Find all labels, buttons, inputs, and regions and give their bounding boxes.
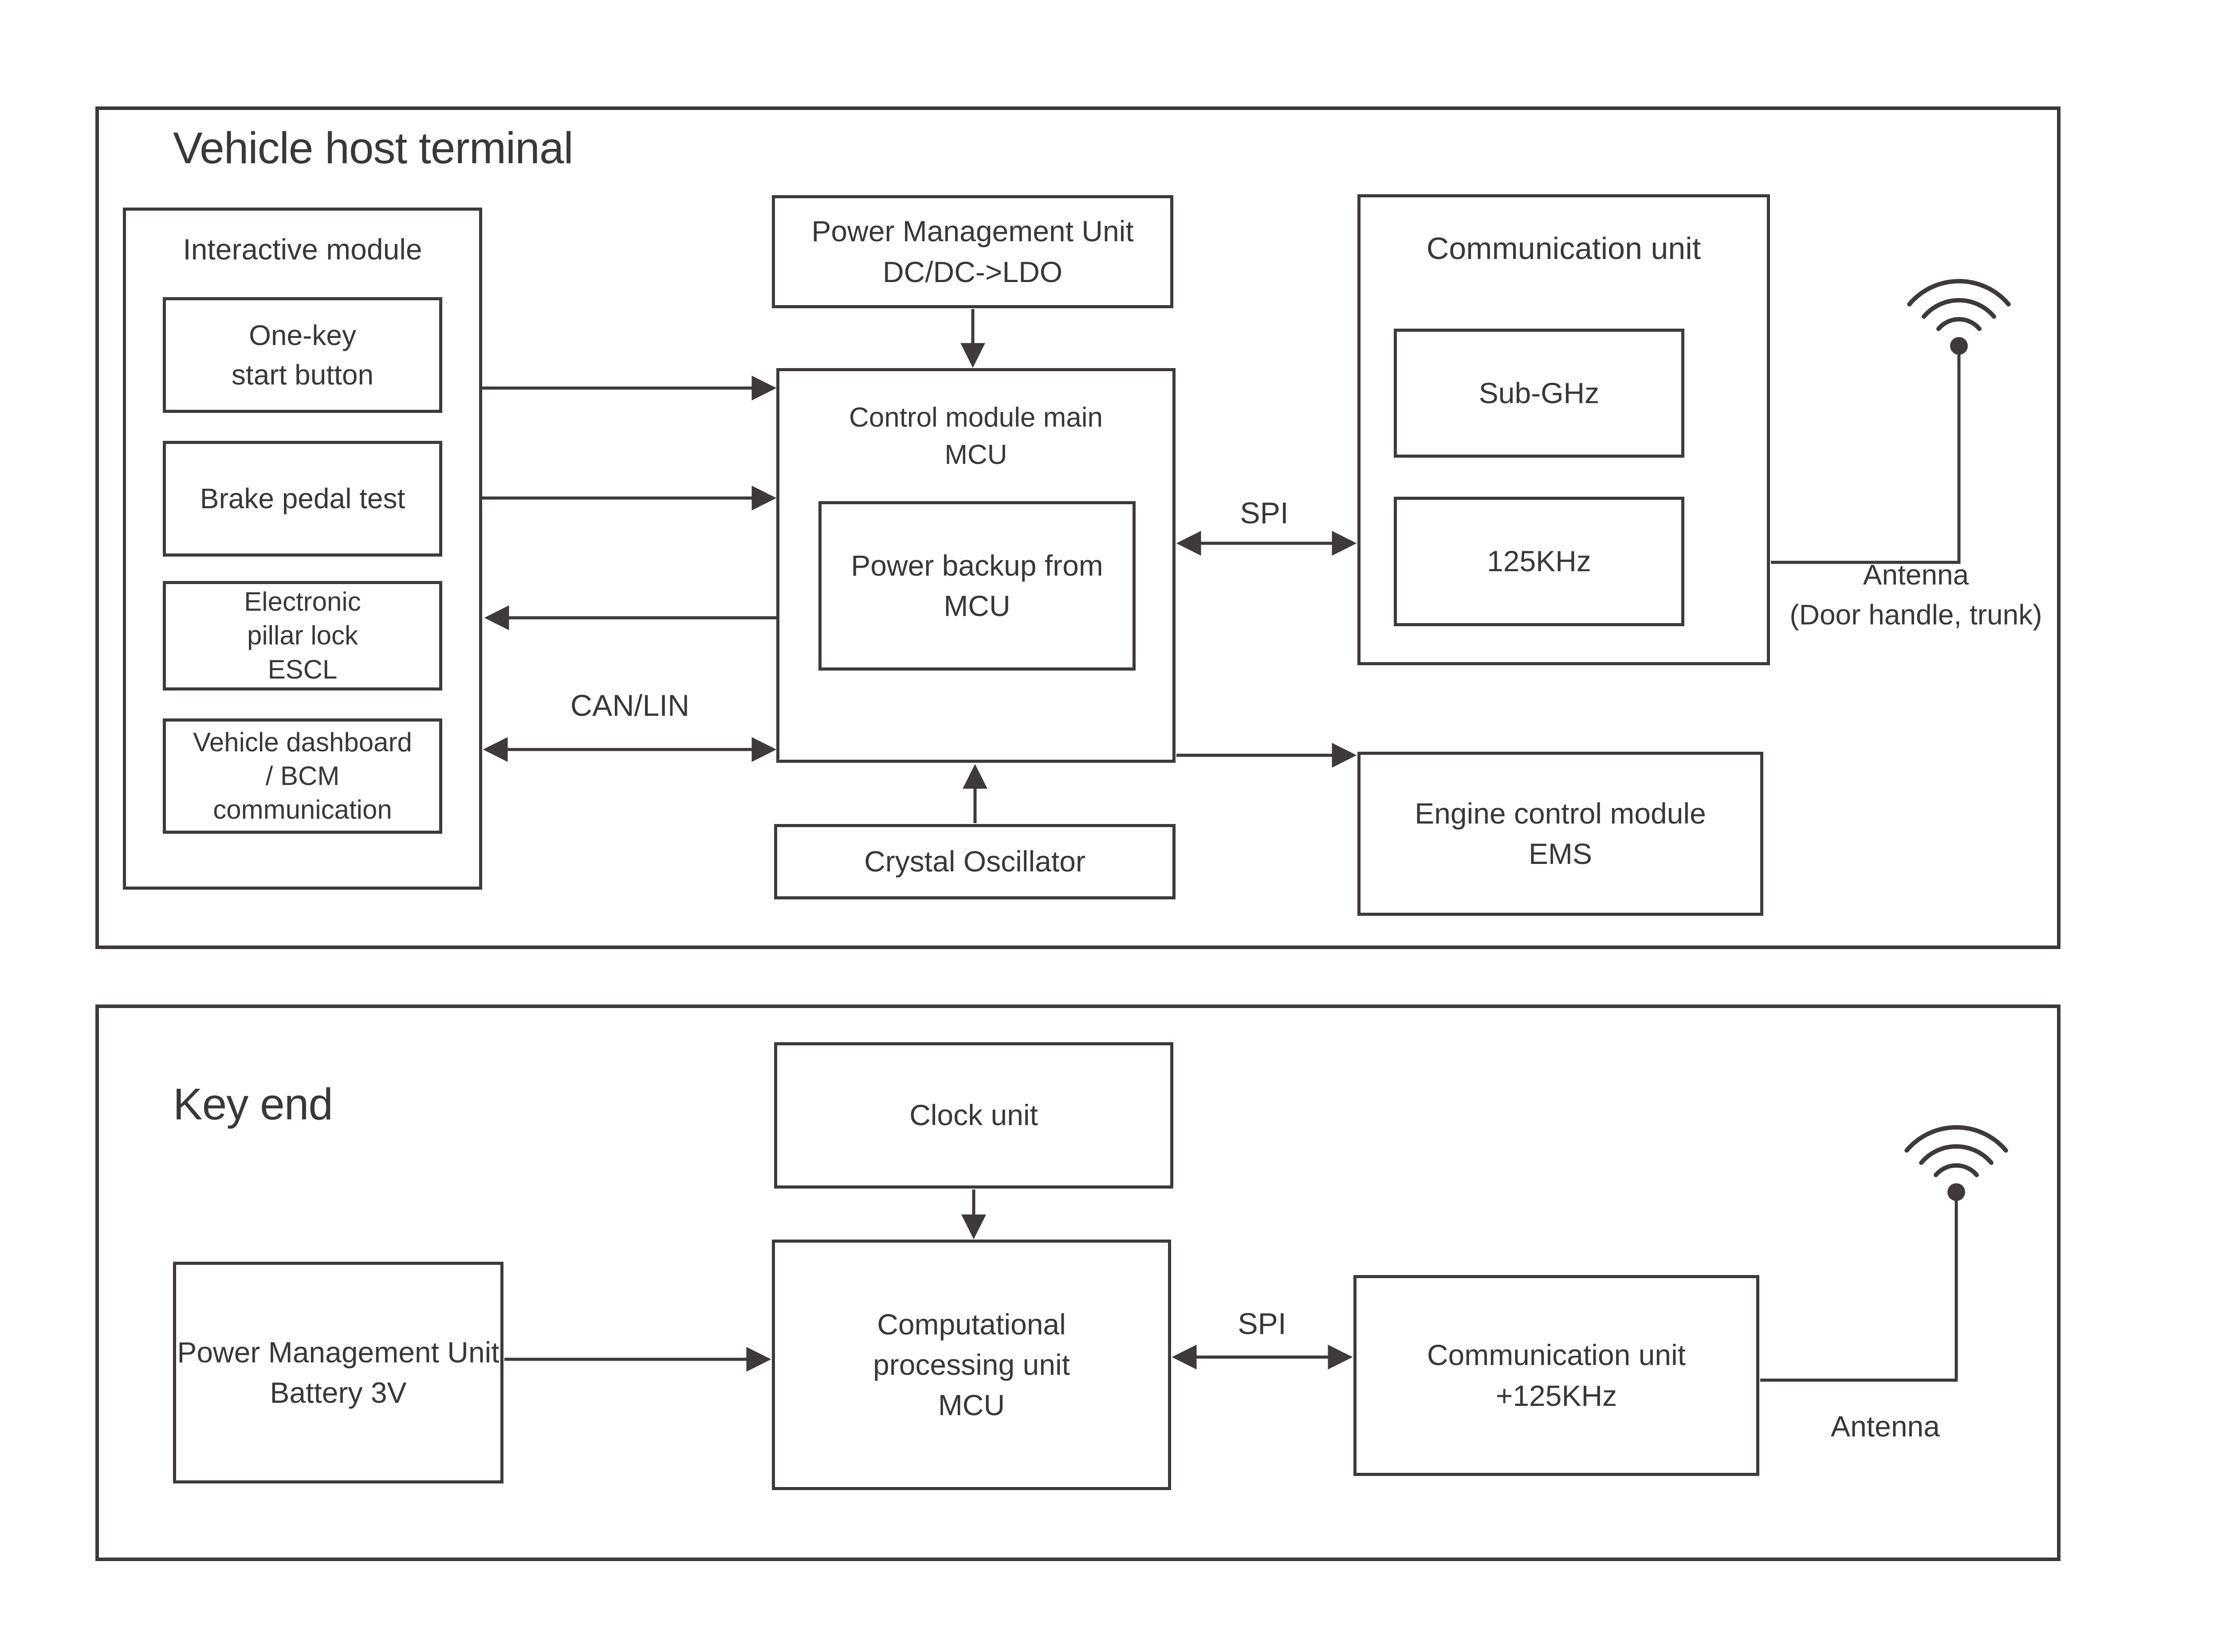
host-section-title: Vehicle host terminal [173, 123, 574, 173]
key-end-section-title: Key end [173, 1079, 333, 1129]
computational-processing-unit-box: Computational processing unit MCU [772, 1240, 1171, 1490]
one-key-start-button-box: One-key start button [163, 297, 442, 413]
sub-ghz-box: Sub-GHz [1394, 329, 1684, 458]
khz-125-box: 125KHz [1394, 497, 1684, 626]
antenna-label-host: Antenna (Door handle, trunk) [1789, 559, 2042, 631]
spi-label-host: SPI [1240, 496, 1289, 530]
interactive-module-title: Interactive module [183, 233, 422, 266]
antenna-label-key: Antenna [1831, 1410, 1940, 1443]
engine-control-module-box: Engine control module EMS [1357, 752, 1763, 916]
vehicle-dashboard-bcm-box: Vehicle dashboard / BCM communication [163, 718, 442, 834]
power-management-unit-battery-box: Power Management Unit Battery 3V [173, 1262, 503, 1483]
brake-pedal-test-box: Brake pedal test [163, 441, 442, 557]
power-backup-from-mcu-box: Power backup from MCU [818, 501, 1136, 671]
crystal-oscillator-box: Crystal Oscillator [774, 824, 1176, 899]
electronic-pillar-lock-box: Electronic pillar lock ESCL [163, 581, 442, 691]
can-lin-label: CAN/LIN [570, 689, 690, 722]
communication-unit-host-title: Communication unit [1426, 231, 1701, 266]
key-end-section [95, 1005, 2061, 1561]
wifi-antenna-icon [1907, 279, 2011, 355]
antenna-line-host [1771, 354, 1961, 564]
power-management-unit-box: Power Management Unit DC/DC->LDO [772, 195, 1173, 308]
communication-unit-key-box: Communication unit +125KHz [1353, 1275, 1759, 1476]
spi-label-key: SPI [1238, 1307, 1286, 1341]
vehicle-host-terminal-section [95, 106, 2061, 949]
wifi-antenna-icon [1904, 1125, 2008, 1201]
clock-unit-box: Clock unit [774, 1042, 1173, 1189]
antenna-line-key [1760, 1200, 1958, 1382]
control-module-title: Control module main MCU [849, 402, 1103, 471]
